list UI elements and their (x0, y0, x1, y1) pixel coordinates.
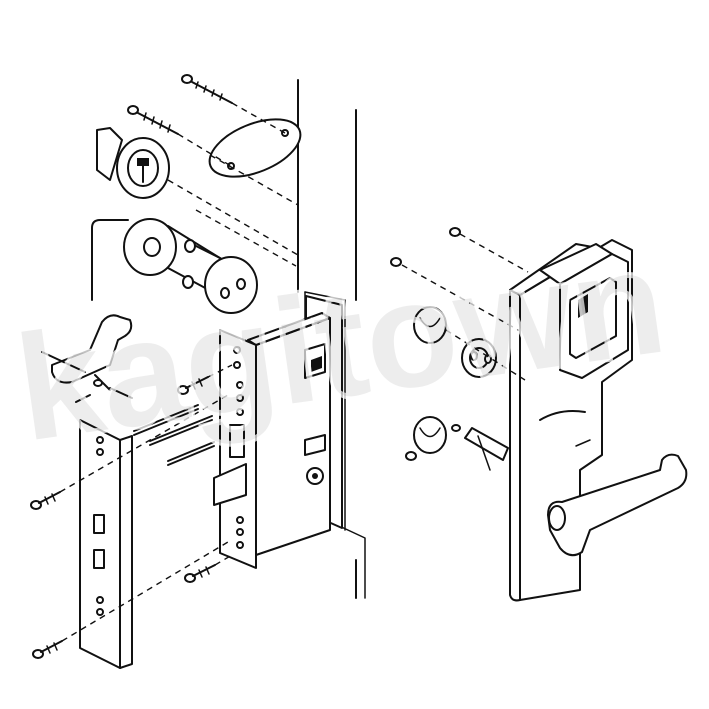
mortise-face-plate (213, 329, 257, 569)
long-pin-3 (167, 441, 215, 466)
screw-strike-2 (32, 640, 63, 659)
assembly-guide-lines (59, 102, 529, 642)
screw-face-1 (177, 376, 209, 395)
long-pin-1 (133, 404, 199, 436)
door-hole-lower (413, 416, 447, 454)
exterior-lever-handle (547, 453, 688, 557)
rear-rose (204, 256, 258, 314)
spindle-washer (461, 338, 497, 378)
oval-escutcheon-plate (208, 118, 302, 178)
long-pin-2 (149, 415, 213, 446)
mounting-bracket (464, 427, 509, 471)
key-cylinder (96, 127, 170, 199)
strike-plate (79, 419, 133, 669)
interior-lever-handle (41, 219, 133, 399)
handle-set-screw (75, 394, 91, 403)
screw-strike-1 (30, 491, 61, 510)
screw-face-2 (184, 564, 216, 583)
screw-top-2 (127, 105, 179, 135)
screw-top-1 (181, 74, 233, 104)
floating-hole-markers (390, 227, 461, 461)
door-hole-upper (413, 306, 447, 344)
